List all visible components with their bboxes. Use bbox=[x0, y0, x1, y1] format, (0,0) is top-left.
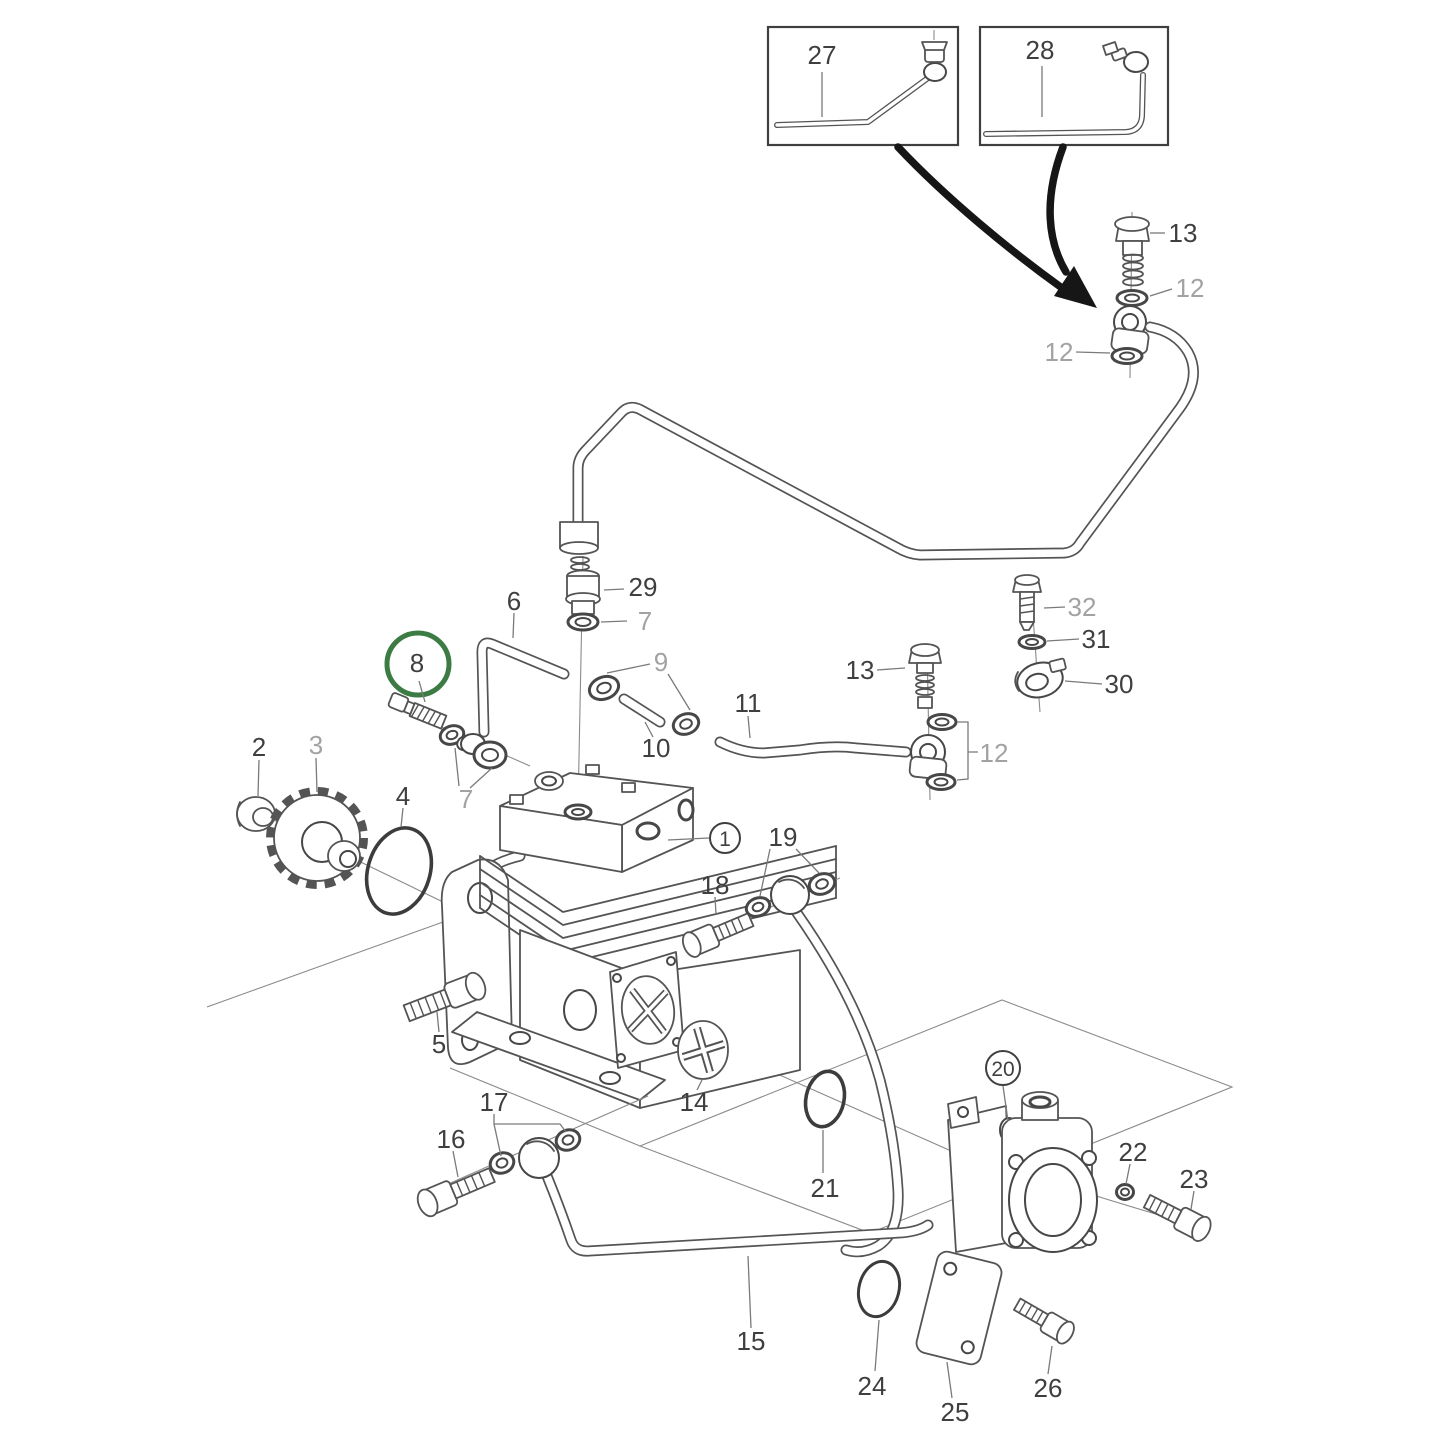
callout-7-lower: 7 bbox=[459, 784, 473, 814]
pipe-6-assembly bbox=[384, 630, 570, 770]
bolt-16 bbox=[416, 1167, 496, 1218]
o-ring-4 bbox=[364, 826, 434, 916]
callout-27: 27 bbox=[808, 40, 837, 70]
callout-28: 28 bbox=[1026, 35, 1055, 65]
cross-plate-14 bbox=[677, 1020, 729, 1080]
arrowhead bbox=[1054, 266, 1097, 308]
callout-14: 14 bbox=[680, 1087, 709, 1117]
pipe-11-assembly bbox=[714, 643, 978, 801]
callout-13-mid: 13 bbox=[846, 655, 875, 685]
callout-21: 21 bbox=[811, 1173, 840, 1203]
callout-12-mid: 12 bbox=[980, 738, 1009, 768]
callout-12-left: 12 bbox=[1045, 337, 1074, 367]
hose-9-10-assembly bbox=[587, 674, 701, 736]
callout-9: 9 bbox=[654, 647, 668, 677]
callout-23: 23 bbox=[1180, 1164, 1209, 1194]
callout-15: 15 bbox=[737, 1326, 766, 1356]
callout-24: 24 bbox=[858, 1371, 887, 1401]
callout-12-top: 12 bbox=[1176, 273, 1205, 303]
callout-17: 17 bbox=[480, 1087, 509, 1117]
callout-31: 31 bbox=[1082, 624, 1111, 654]
nut-2 bbox=[236, 796, 276, 832]
o-ring-24 bbox=[856, 1259, 902, 1319]
gear-3 bbox=[266, 787, 368, 889]
o-ring-21 bbox=[803, 1069, 847, 1129]
callout-1-circled: 1 bbox=[709, 822, 741, 854]
fitting-29-assembly bbox=[559, 521, 601, 809]
callout-18: 18 bbox=[701, 870, 730, 900]
long-pipe bbox=[572, 321, 1199, 561]
inset-box-28 bbox=[978, 25, 1170, 147]
side-plate bbox=[609, 951, 685, 1069]
callout-26: 26 bbox=[1034, 1373, 1063, 1403]
callout-10: 10 bbox=[642, 733, 671, 763]
bolt-5 bbox=[402, 971, 487, 1023]
callout-13-top: 13 bbox=[1169, 218, 1198, 248]
clamp-30 bbox=[1014, 657, 1067, 699]
bolt-32 bbox=[1012, 574, 1042, 631]
inset-box-27 bbox=[766, 25, 960, 147]
cover-plate-25 bbox=[915, 1250, 1003, 1366]
screw-8 bbox=[387, 692, 448, 730]
callout-19: 19 bbox=[769, 822, 798, 852]
inset-27-fitting bbox=[921, 30, 948, 82]
callout-11: 11 bbox=[735, 688, 762, 718]
callout-20-circled: 20 bbox=[985, 1050, 1021, 1086]
callout-5: 5 bbox=[432, 1029, 446, 1059]
bolt-26 bbox=[1013, 1297, 1075, 1345]
callout-2: 2 bbox=[252, 732, 266, 762]
banjo-assembly-top bbox=[1110, 211, 1150, 379]
callout-29: 29 bbox=[629, 572, 658, 602]
svg-text:20: 20 bbox=[991, 1058, 1014, 1081]
callout-32: 32 bbox=[1068, 592, 1097, 622]
svg-text:1: 1 bbox=[719, 828, 731, 851]
callout-22: 22 bbox=[1119, 1137, 1148, 1167]
callout-16: 16 bbox=[437, 1124, 466, 1154]
highlight-circle-part-8 bbox=[384, 630, 452, 698]
callout-25: 25 bbox=[941, 1397, 970, 1427]
callout-labels: 27 28 13 12 12 29 7 6 8 9 10 11 13 32 31… bbox=[252, 35, 1209, 1427]
callout-8: 8 bbox=[410, 648, 424, 678]
pipe-15-assembly bbox=[416, 1095, 934, 1257]
inset-arrows bbox=[894, 143, 1097, 308]
callout-30: 30 bbox=[1105, 669, 1134, 699]
leader-lines bbox=[257, 232, 1195, 1399]
pump-20-assembly bbox=[947, 1091, 1212, 1253]
gear-assembly bbox=[236, 787, 506, 933]
bottom-cover-assembly bbox=[856, 1250, 1075, 1366]
mount-flange-ear bbox=[440, 858, 513, 1066]
inset-28-fitting bbox=[1102, 41, 1149, 73]
callout-7-upper: 7 bbox=[638, 606, 652, 636]
compressor-body bbox=[440, 764, 837, 1109]
bolt-18 bbox=[681, 912, 755, 958]
banjo-bolt-13-mid bbox=[908, 643, 942, 709]
callout-3: 3 bbox=[309, 730, 323, 760]
callout-6: 6 bbox=[507, 586, 521, 616]
bolt-23 bbox=[1142, 1194, 1212, 1242]
parts-30-31-32 bbox=[1012, 574, 1067, 713]
callout-4: 4 bbox=[396, 781, 410, 811]
pipe-19-assembly bbox=[681, 872, 904, 1258]
